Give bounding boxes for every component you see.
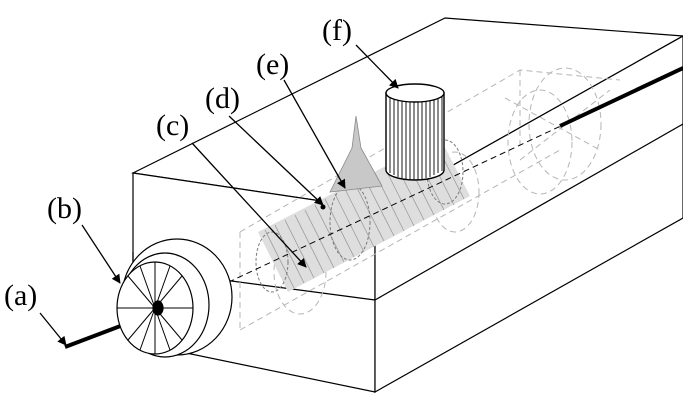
beam-axis-hidden	[164, 123, 566, 313]
label-a: (a)	[4, 279, 37, 312]
callout-leaders	[39, 44, 399, 346]
vertical-port-body	[385, 92, 445, 181]
leader-c	[191, 142, 307, 268]
flange-hub	[152, 300, 164, 316]
block-right-face	[374, 35, 683, 394]
leader-b	[81, 224, 121, 284]
label-e: (e)	[256, 48, 289, 81]
nose-fin	[329, 115, 383, 193]
leader-a	[39, 312, 67, 346]
vertical-port-top	[385, 83, 445, 103]
drift-tube-ring	[329, 183, 371, 261]
input-flange	[116, 238, 233, 358]
vertical-port	[385, 83, 445, 181]
label-b: (b)	[47, 192, 82, 225]
leader-e	[283, 79, 346, 189]
leader-d	[228, 115, 324, 206]
label-f: (f)	[322, 14, 352, 47]
gap-point	[320, 204, 326, 210]
drift-tube-front-rim	[255, 231, 289, 293]
leader-f	[355, 44, 399, 89]
beam-axis-exit	[559, 66, 683, 128]
drift-tube-rear-rim	[426, 139, 464, 205]
label-d: (d)	[205, 82, 240, 115]
right-seam-line	[374, 123, 683, 301]
label-c: (c)	[156, 109, 189, 142]
